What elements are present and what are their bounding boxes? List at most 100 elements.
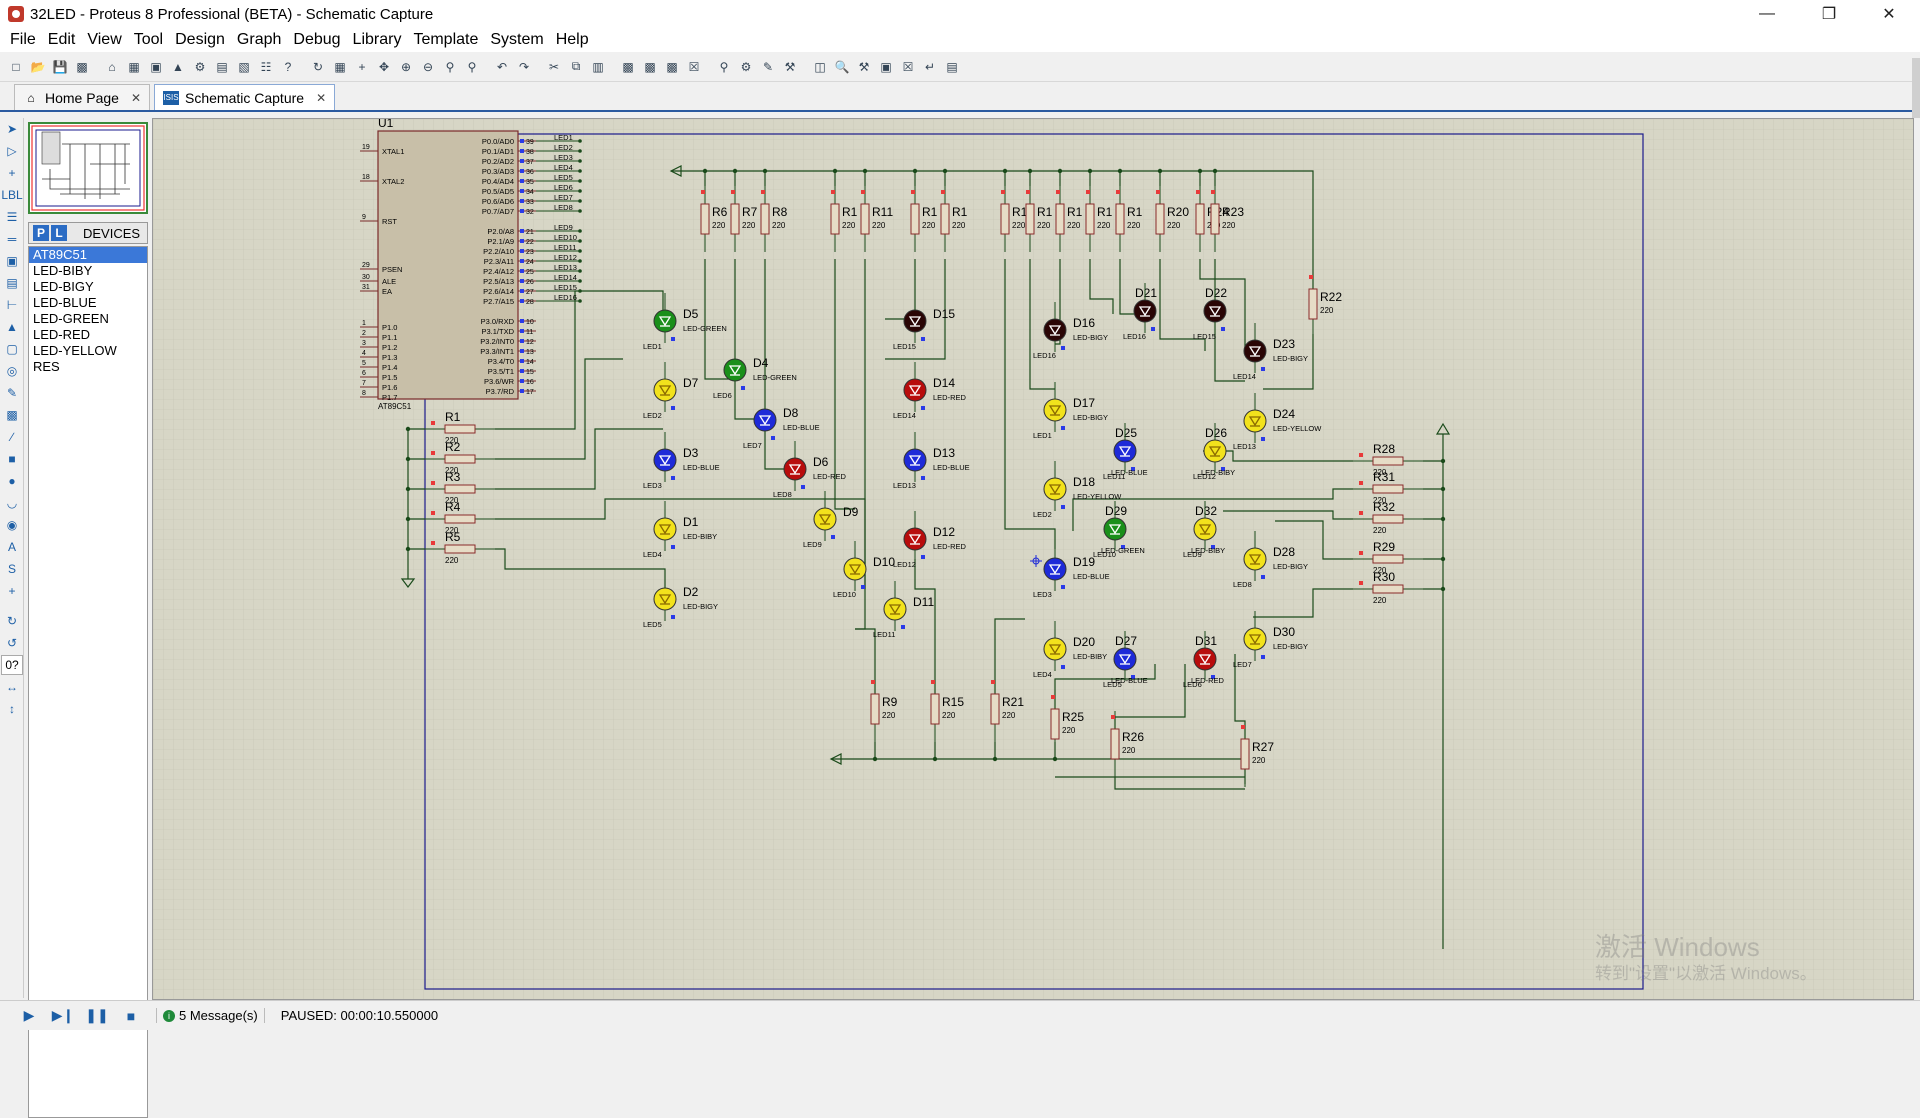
device-list[interactable]: AT89C51 LED-BIBY LED-BIGY LED-BLUE LED-G… bbox=[28, 246, 148, 1118]
pick-device-icon[interactable]: ⚲ bbox=[719, 59, 729, 74]
close-tab-icon[interactable]: ✕ bbox=[316, 90, 327, 105]
generator-icon[interactable]: ◎ bbox=[6, 364, 18, 378]
maximize-button[interactable]: ❐ bbox=[1821, 6, 1837, 23]
home-icon[interactable]: ⌂ bbox=[108, 59, 116, 74]
play-icon[interactable]: ▶ bbox=[23, 1007, 35, 1023]
pan-icon[interactable]: ✥ bbox=[378, 59, 390, 74]
wire[interactable] bbox=[495, 428, 663, 490]
3d-view-icon[interactable]: ▲ bbox=[172, 59, 184, 74]
terminals-icon[interactable]: ▤ bbox=[6, 276, 18, 290]
menu-view[interactable]: View bbox=[87, 31, 122, 48]
menu-graph[interactable]: Graph bbox=[236, 31, 282, 48]
device-item[interactable]: LED-BLUE bbox=[33, 295, 97, 310]
zoom-in-icon[interactable]: ⊕ bbox=[400, 59, 412, 74]
virtual-instruments-icon[interactable]: ▩ bbox=[6, 408, 18, 422]
menu-library[interactable]: Library bbox=[352, 31, 402, 48]
package-tool-icon[interactable]: ✎ bbox=[762, 59, 774, 74]
open-folder-icon[interactable]: 📂 bbox=[30, 59, 46, 74]
circle-2d-icon[interactable]: ● bbox=[8, 474, 16, 488]
zoom-out-icon[interactable]: ⊖ bbox=[422, 59, 434, 74]
exit-parent-icon[interactable]: ↵ bbox=[924, 59, 936, 74]
mirror-vertical-icon[interactable]: ↕ bbox=[9, 702, 15, 716]
search-icon[interactable]: 🔍 bbox=[834, 59, 850, 74]
device-item[interactable]: LED-GREEN bbox=[33, 311, 109, 326]
block-delete-icon[interactable]: ☒ bbox=[688, 59, 700, 74]
device-item[interactable]: LED-BIGY bbox=[33, 279, 94, 294]
copy-icon[interactable]: ⧉ bbox=[571, 59, 581, 73]
wire-autorouter-icon[interactable]: ◫ bbox=[814, 59, 826, 74]
wire[interactable] bbox=[1199, 259, 1246, 351]
menu-tool[interactable]: Tool bbox=[133, 31, 164, 48]
component-mode-icon[interactable]: ▷ bbox=[7, 144, 17, 158]
wire[interactable] bbox=[1055, 259, 1061, 345]
arc-2d-icon[interactable]: ◡ bbox=[6, 496, 18, 510]
report-icon[interactable]: ☷ bbox=[260, 59, 272, 74]
selection-mode-icon[interactable]: ➤ bbox=[6, 122, 18, 136]
voltage-probe-icon[interactable]: ✎ bbox=[6, 386, 18, 400]
path-2d-icon[interactable]: ◉ bbox=[6, 518, 18, 532]
new-file-icon[interactable]: □ bbox=[12, 59, 20, 74]
grid-icon[interactable]: ▦ bbox=[334, 59, 346, 74]
zoom-all-icon[interactable]: ⚲ bbox=[445, 59, 455, 74]
device-pins-icon[interactable]: ⊢ bbox=[6, 298, 18, 312]
undo-icon[interactable]: ↶ bbox=[496, 59, 508, 74]
wire[interactable] bbox=[885, 259, 946, 360]
menu-system[interactable]: System bbox=[490, 31, 544, 48]
messages-indicator[interactable]: i 5 Message(s) bbox=[156, 1008, 265, 1023]
pick-devices-button[interactable]: P bbox=[33, 225, 49, 241]
tape-recorder-icon[interactable]: ▢ bbox=[6, 342, 18, 356]
block-move-icon[interactable]: ▩ bbox=[644, 59, 656, 74]
schematic-icon[interactable]: ▦ bbox=[128, 59, 140, 74]
wire[interactable] bbox=[671, 170, 1314, 289]
save-all-icon[interactable]: ▩ bbox=[76, 59, 88, 74]
overview-window[interactable] bbox=[28, 122, 148, 214]
gerber-icon[interactable]: ⚙ bbox=[194, 59, 206, 74]
source-code-icon[interactable]: ▧ bbox=[238, 59, 250, 74]
wire[interactable] bbox=[1263, 334, 1314, 390]
step-icon[interactable]: ▶❙ bbox=[51, 1007, 75, 1023]
wire[interactable] bbox=[1004, 259, 1056, 549]
menu-design[interactable]: Design bbox=[175, 31, 225, 48]
wire[interactable] bbox=[1072, 488, 1353, 531]
wire[interactable] bbox=[704, 259, 735, 380]
subcircuit-icon[interactable]: ▣ bbox=[6, 254, 18, 268]
block-rotate-icon[interactable]: ▩ bbox=[666, 59, 678, 74]
help-icon[interactable]: ? bbox=[284, 59, 292, 74]
close-tab-icon[interactable]: ✕ bbox=[130, 90, 141, 105]
device-item[interactable]: LED-RED bbox=[33, 327, 91, 342]
device-item[interactable]: AT89C51 bbox=[29, 247, 147, 263]
library-manager-button[interactable]: L bbox=[51, 225, 67, 241]
wire[interactable] bbox=[1223, 510, 1353, 520]
menu-edit[interactable]: Edit bbox=[47, 31, 76, 48]
